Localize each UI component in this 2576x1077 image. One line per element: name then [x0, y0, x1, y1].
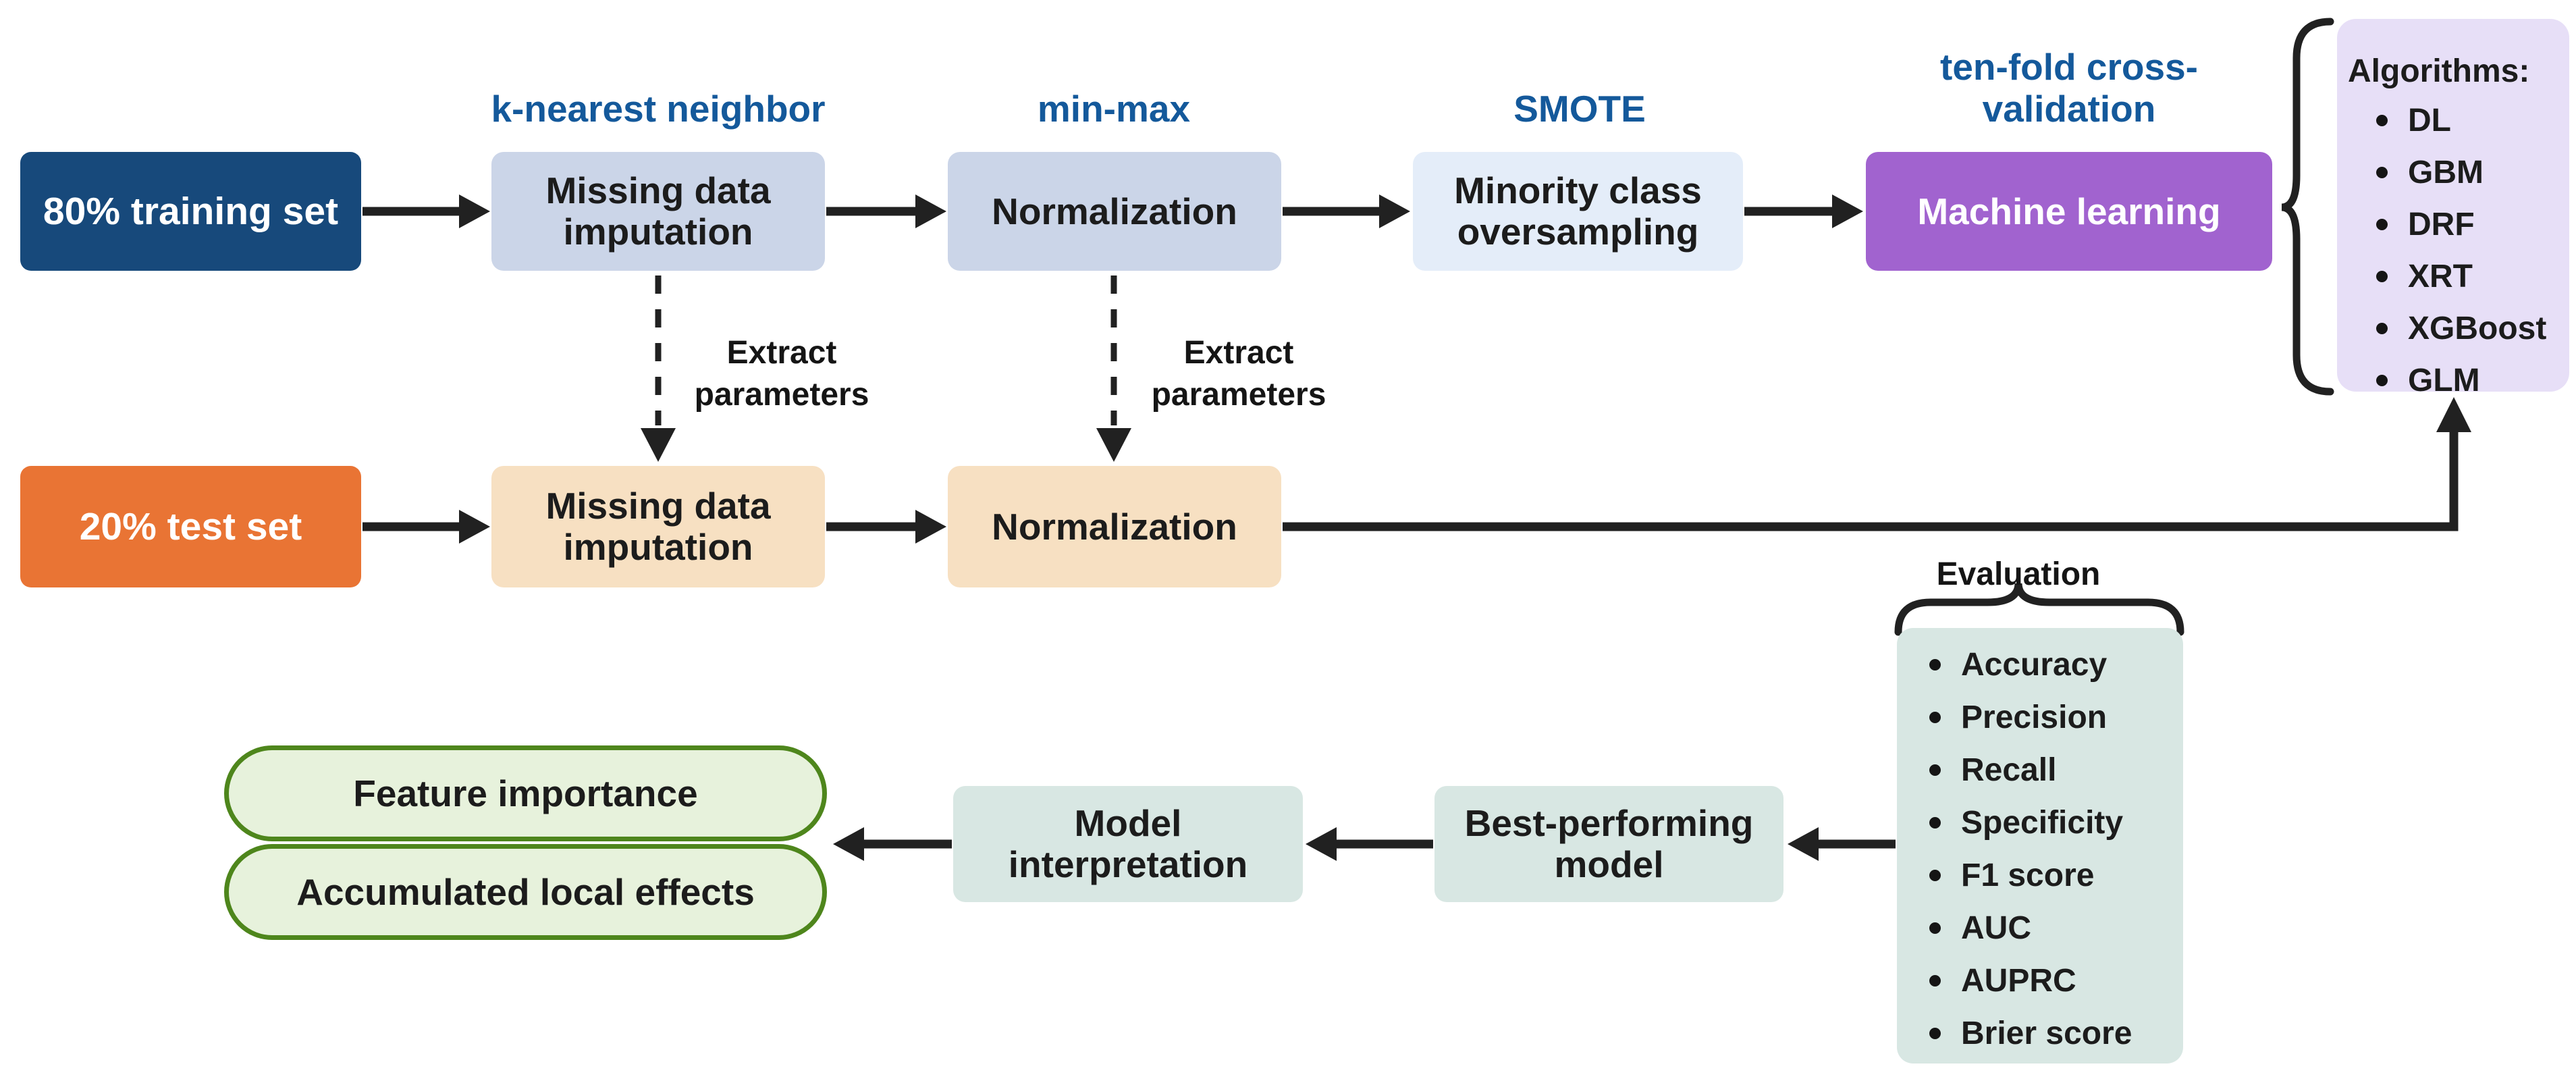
metric-item: AUC	[1897, 901, 2183, 954]
evaluation-metrics-list: Accuracy Precision Recall Specificity F1…	[1897, 638, 2183, 1059]
node-normalization-test: Normalization	[948, 466, 1281, 587]
label-minmax-method: min-max	[1037, 88, 1191, 130]
algorithm-label: GLM	[2408, 363, 2480, 398]
algorithm-label: XGBoost	[2408, 311, 2547, 346]
arrow-interpretation-to-outputs	[833, 827, 952, 861]
metric-item: Brier score	[1897, 1007, 2183, 1059]
bullet-icon	[1929, 711, 1941, 723]
bullet-icon	[2376, 115, 2388, 126]
evaluation-box: Accuracy Precision Recall Specificity F1…	[1897, 628, 2183, 1063]
algorithms-title: Algorithms:	[2348, 53, 2530, 89]
bullet-icon	[1929, 974, 1941, 987]
label-knn-method: k-nearest neighbor	[491, 88, 826, 130]
evaluation-brace	[1894, 583, 2184, 636]
node-training-set: 80% training set	[20, 152, 361, 271]
node-test-set: 20% test set	[20, 466, 361, 587]
algorithm-label: XRT	[2408, 259, 2473, 294]
algorithm-label: DRF	[2408, 207, 2475, 242]
metric-item: Accuracy	[1897, 638, 2183, 691]
algorithm-item: DRF	[2337, 199, 2569, 251]
bullet-icon	[1929, 869, 1941, 881]
metric-label: Precision	[1961, 699, 2108, 735]
arrow-imputation-to-normalization-test	[826, 510, 946, 544]
node-imputation-train: Missing data imputation	[491, 152, 825, 271]
metric-label: F1 score	[1961, 857, 2095, 893]
evaluation-title: Evaluation	[1936, 556, 2101, 592]
dashed-arrow-extract-normalization	[1096, 275, 1131, 462]
algorithm-item: GLM	[2337, 354, 2569, 406]
node-accumulated-local-effects: Accumulated local effects	[224, 844, 827, 940]
arrow-test-to-imputation	[363, 510, 490, 544]
bullet-icon	[1929, 1027, 1941, 1039]
metric-label: Recall	[1961, 752, 2057, 788]
metric-label: Accuracy	[1961, 646, 2108, 683]
bullet-icon	[2376, 323, 2388, 334]
arrow-best-model-to-interpretation	[1306, 827, 1433, 861]
algorithms-list: DL GBM DRF XRT XGBoost GLM	[2337, 95, 2569, 406]
bullet-icon	[1929, 816, 1941, 829]
bullet-icon	[1929, 658, 1941, 671]
algorithm-item: XRT	[2337, 251, 2569, 303]
algorithm-item: DL	[2337, 95, 2569, 147]
algorithm-label: GBM	[2408, 155, 2484, 190]
label-smote-method: SMOTE	[1513, 88, 1646, 130]
node-best-performing-model: Best-performing model	[1434, 786, 1783, 902]
node-normalization-train: Normalization	[948, 152, 1281, 271]
bullet-icon	[2376, 271, 2388, 282]
metric-label: Brier score	[1961, 1015, 2132, 1051]
node-machine-learning: Machine learning	[1866, 152, 2272, 271]
node-model-interpretation: Model interpretation	[953, 786, 1303, 902]
arrow-evaluation-to-best-model	[1788, 827, 1896, 861]
label-extract-parameters-2: Extract parameters	[1151, 335, 1326, 413]
arrow-imputation-to-normalization-train	[826, 194, 946, 228]
algorithms-box: Algorithms: DL GBM DRF XRT XGBoost GLM	[2337, 19, 2569, 398]
label-crossvalidation-method: ten-fold cross-validation	[1940, 46, 2198, 130]
bullet-icon	[2376, 167, 2388, 178]
algorithm-label: DL	[2408, 103, 2451, 138]
node-feature-importance: Feature importance	[224, 745, 827, 841]
algorithm-item: XGBoost	[2337, 303, 2569, 354]
metric-item: F1 score	[1897, 849, 2183, 901]
bullet-icon	[1929, 764, 1941, 776]
algorithm-item: GBM	[2337, 147, 2569, 199]
metric-item: Recall	[1897, 743, 2183, 796]
dashed-arrow-extract-imputation	[641, 275, 676, 462]
metric-item: Precision	[1897, 691, 2183, 743]
arrow-test-normalization-to-algorithms	[1283, 397, 2471, 531]
label-extract-parameters-1: Extract parameters	[694, 335, 869, 413]
arrow-oversampling-to-ml	[1744, 194, 1863, 228]
metric-item: AUPRC	[1897, 954, 2183, 1007]
arrow-training-to-imputation	[363, 194, 490, 228]
bullet-icon	[1929, 922, 1941, 934]
bullet-icon	[2376, 219, 2388, 230]
arrow-normalization-to-oversampling	[1283, 194, 1410, 228]
metric-label: Specificity	[1961, 804, 2124, 841]
bullet-icon	[2376, 375, 2388, 386]
node-minority-oversampling: Minority class oversampling	[1413, 152, 1743, 271]
node-imputation-test: Missing data imputation	[491, 466, 825, 587]
algorithms-brace	[2281, 18, 2334, 396]
metric-item: Specificity	[1897, 796, 2183, 849]
metric-label: AUC	[1961, 910, 2031, 946]
metric-label: AUPRC	[1961, 962, 2076, 999]
